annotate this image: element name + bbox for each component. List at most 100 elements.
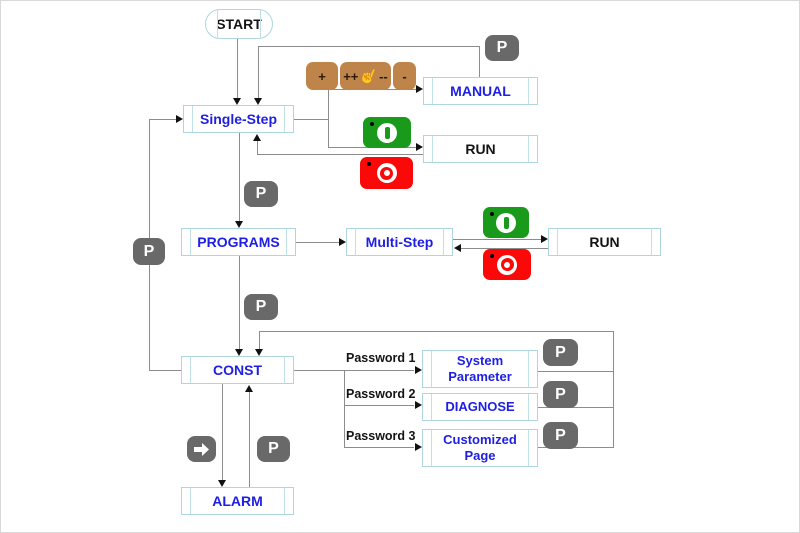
connector-line — [344, 447, 414, 448]
node-alarm: ALARM — [181, 487, 294, 515]
connector-line — [538, 371, 613, 372]
node-single-step: Single-Step — [183, 105, 294, 133]
connector-line — [344, 370, 345, 447]
stop-key-single-step — [360, 157, 413, 189]
arrowhead — [245, 385, 253, 392]
connector-line — [237, 39, 238, 98]
connector-line — [239, 133, 240, 221]
p-key-label: P — [496, 39, 508, 56]
p-key-programs: P — [244, 294, 278, 320]
arrowhead — [176, 115, 183, 123]
connector-line — [479, 46, 480, 77]
connector-line — [239, 256, 240, 349]
node-programs: PROGRAMS — [181, 228, 296, 256]
p-key-label: P — [555, 426, 566, 444]
jog-minus-key: - — [393, 62, 416, 90]
arrow-key-alarm — [187, 436, 216, 462]
connector-line — [258, 46, 259, 98]
arrowhead — [218, 480, 226, 487]
connector-line — [259, 331, 260, 349]
connector-line — [296, 242, 339, 243]
node-start: START — [205, 9, 273, 39]
jog-minus-label: - — [402, 68, 407, 84]
jog-hand-key: ++ ☝ -- — [340, 62, 391, 90]
arrowhead — [416, 85, 423, 93]
p-key-system-parameter: P — [543, 339, 578, 366]
p-key-label: P — [143, 242, 155, 260]
node-manual-label: MANUAL — [450, 83, 511, 99]
connector-line — [453, 239, 541, 240]
connector-line — [259, 331, 613, 332]
node-system-parameter-label-2: Parameter — [448, 369, 512, 384]
hand-pointer-icon: ☝ — [356, 64, 381, 88]
arrowhead — [454, 244, 461, 252]
connector-line — [328, 89, 329, 148]
node-customized-page: Customized Page — [422, 429, 538, 467]
node-multi-step-label: Multi-Step — [365, 234, 434, 250]
p-key-customized-page: P — [543, 422, 578, 449]
password-1-label: Password 1 — [346, 351, 416, 365]
node-system-parameter-label-1: System — [456, 353, 504, 368]
arrowhead — [415, 401, 422, 409]
connector-line — [149, 370, 181, 371]
p-key-label: P — [268, 440, 279, 457]
connector-line — [613, 331, 614, 448]
arrowhead — [541, 235, 548, 243]
node-const: CONST — [181, 356, 294, 384]
right-arrow-icon — [194, 442, 209, 456]
connector-line — [258, 46, 479, 47]
node-manual: MANUAL — [423, 77, 538, 105]
stop-key-multi-step — [483, 249, 531, 280]
arrowhead — [235, 221, 243, 228]
node-run-program: RUN — [548, 228, 661, 256]
node-const-label: CONST — [213, 362, 262, 378]
arrowhead — [254, 98, 262, 105]
p-key-diagnose: P — [543, 381, 578, 408]
arrowhead — [339, 238, 346, 246]
connector-line — [344, 405, 414, 406]
connector-line — [461, 248, 548, 249]
stop-icon — [376, 163, 397, 183]
start-key-single-step — [363, 117, 411, 148]
connector-line — [149, 119, 176, 120]
connector-line — [257, 141, 258, 154]
connector-line — [294, 119, 328, 120]
password-3-label: Password 3 — [346, 429, 416, 443]
password-2-label: Password 2 — [346, 387, 416, 401]
arrowhead — [255, 349, 263, 356]
arrowhead — [415, 366, 422, 374]
power-on-icon — [377, 122, 397, 143]
arrowhead — [416, 143, 423, 151]
stop-icon — [497, 254, 517, 275]
node-diagnose: DIAGNOSE — [422, 393, 538, 421]
node-single-step-label: Single-Step — [199, 111, 277, 127]
node-diagnose-label: DIAGNOSE — [445, 399, 515, 414]
p-key-label: P — [255, 298, 267, 315]
connector-line — [257, 154, 423, 155]
connector-line — [249, 392, 250, 487]
power-on-icon — [496, 212, 516, 233]
jog-plus-label: + — [318, 68, 326, 84]
node-multi-step: Multi-Step — [346, 228, 453, 256]
jog-plus-plus-label: ++ — [343, 68, 359, 84]
key-indicator-dot — [490, 212, 494, 216]
node-customized-page-label-1: Customized — [443, 432, 517, 447]
key-indicator-dot — [367, 162, 371, 166]
key-indicator-dot — [490, 254, 494, 258]
node-start-label: START — [216, 16, 262, 32]
p-key-label: P — [555, 385, 566, 403]
p-key-alarm: P — [257, 436, 290, 462]
node-system-parameter: System Parameter — [422, 350, 538, 388]
node-customized-page-label-2: Page — [464, 448, 496, 463]
start-key-multi-step — [483, 207, 529, 238]
p-key-manual: P — [485, 35, 519, 61]
jog-minus-minus-label: -- — [379, 68, 388, 84]
p-key-label: P — [555, 343, 566, 361]
node-alarm-label: ALARM — [212, 493, 263, 509]
arrowhead — [253, 134, 261, 141]
arrowhead — [415, 443, 422, 451]
p-key-single-step: P — [244, 181, 278, 207]
key-indicator-dot — [370, 122, 374, 126]
connector-line — [538, 447, 614, 448]
